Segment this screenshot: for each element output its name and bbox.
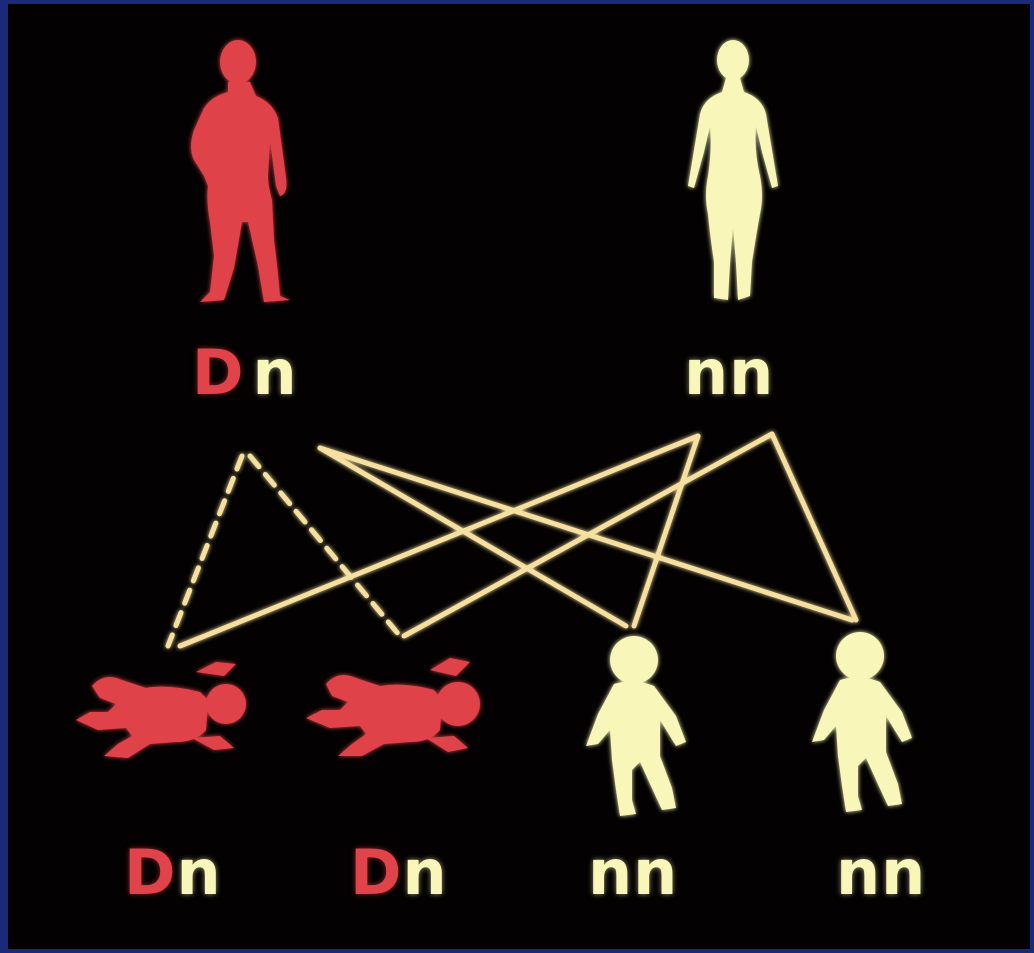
child3-allele-1: n (588, 836, 634, 909)
dashed-line-d-to-child2 (247, 453, 403, 639)
dashed-line-d-to-child1 (165, 453, 245, 649)
diagram-frame (8, 4, 1030, 949)
child2-allele-2: n (402, 836, 448, 909)
line-m1-to-child3 (631, 433, 701, 629)
child3-toddler-icon (586, 636, 686, 816)
mother-figure-icon (688, 40, 778, 300)
child2-allele-1: D (350, 836, 403, 909)
child3-genotype-label: nn (588, 842, 678, 904)
mother-genotype-label: nn (684, 342, 774, 404)
father-allele-1: D (192, 336, 245, 409)
father-figure-icon (191, 40, 290, 302)
child2-infant-icon (306, 658, 480, 756)
line-n-to-child3 (317, 445, 629, 629)
child4-toddler-icon (812, 632, 912, 812)
child1-allele-1: D (124, 836, 177, 909)
child4-genotype-label: nn (836, 842, 926, 904)
father-allele-2: n (252, 336, 298, 409)
child1-infant-icon (76, 662, 246, 758)
child2-genotype-label: Dn (350, 842, 448, 904)
child1-allele-2: n (176, 836, 222, 909)
line-m2-to-child4 (769, 431, 859, 623)
line-m2-to-child2 (401, 431, 775, 639)
line-m1-to-child1 (177, 433, 701, 649)
mother-allele-2: n (729, 336, 775, 409)
child3-allele-2: n (633, 836, 679, 909)
mother-allele-1: n (684, 336, 730, 409)
inheritance-lines (165, 431, 859, 649)
child4-allele-1: n (836, 836, 882, 909)
child4-allele-2: n (881, 836, 927, 909)
child1-genotype-label: Dn (124, 842, 222, 904)
